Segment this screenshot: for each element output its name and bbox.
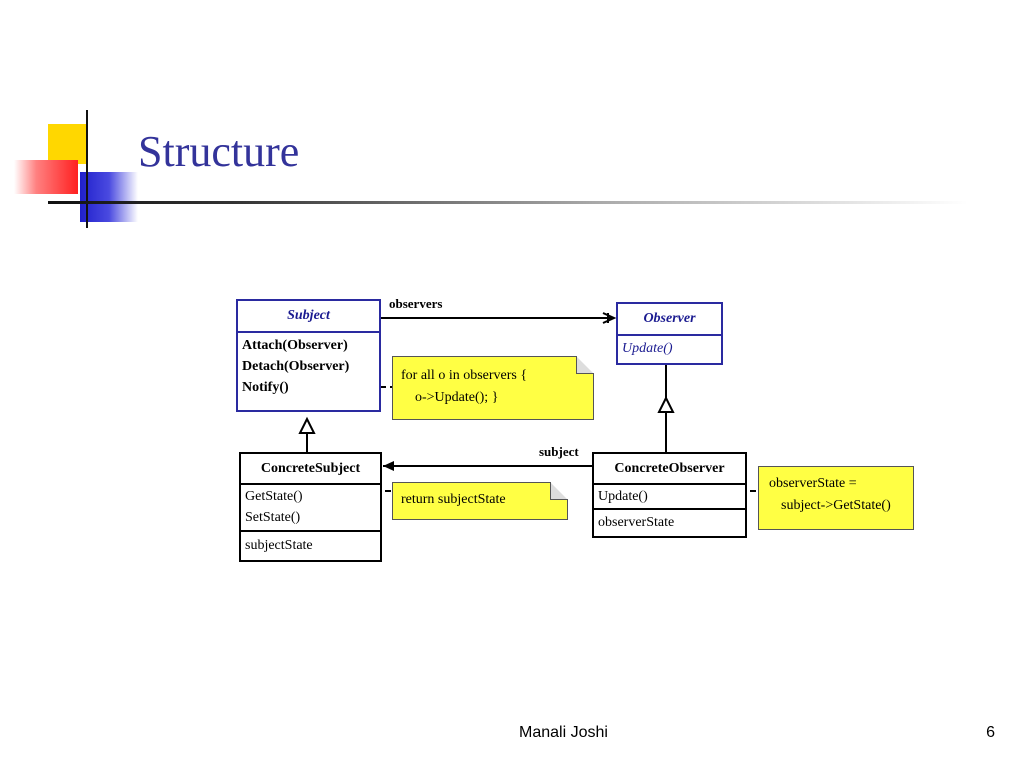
- getstate-note-line-1: return subjectState: [401, 492, 506, 507]
- subject-method-notify: Notify(): [242, 380, 289, 395]
- concrete-subject-class: ConcreteSubject GetState() SetState() su…: [239, 452, 382, 562]
- logo-yellow-square: [48, 124, 88, 164]
- subject-method-attach: Attach(Observer): [242, 338, 348, 353]
- note-fold-corner: [550, 482, 568, 500]
- concrete-observer-class-name: ConcreteObserver: [594, 454, 745, 485]
- subject-label: subject: [539, 444, 579, 459]
- concrete-subject-attributes: subjectState: [241, 532, 380, 556]
- subject-class: Subject Attach(Observer) Detach(Observer…: [236, 299, 381, 412]
- observers-arrowhead: [602, 312, 617, 324]
- notify-note-line-2: o->Update(); }: [415, 390, 499, 405]
- subject-class-name: Subject: [238, 301, 379, 333]
- logo-blue-square: [80, 172, 138, 222]
- subject-method-detach: Detach(Observer): [242, 359, 350, 374]
- concrete-subject-attr-subjectstate: subjectState: [245, 538, 313, 553]
- slide-title: Structure: [138, 127, 300, 176]
- subject-inheritance-triangle: [298, 416, 316, 434]
- concrete-observer-class: ConcreteObserver Update() observerState: [592, 452, 747, 538]
- observer-method-update: Update(): [622, 341, 673, 356]
- subject-methods: Attach(Observer) Detach(Observer) Notify…: [238, 333, 379, 398]
- getstate-note: return subjectState: [392, 482, 568, 520]
- concrete-observer-attributes: observerState: [594, 510, 745, 533]
- note-fold-corner: [576, 356, 594, 374]
- update-note: observerState = subject->GetState(): [758, 466, 914, 530]
- logo-vertical-line: [86, 110, 88, 228]
- observer-class-name: Observer: [618, 304, 721, 336]
- title-underline: [48, 201, 968, 204]
- concrete-subject-method-setstate: SetState(): [245, 510, 301, 525]
- concrete-observer-method-update: Update(): [598, 489, 648, 504]
- page-number: 6: [986, 724, 995, 741]
- notify-note-line-1: for all o in observers {: [401, 368, 528, 383]
- concrete-observer-methods: Update(): [594, 485, 745, 510]
- observer-methods: Update(): [618, 336, 721, 359]
- footer-author: Manali Joshi: [519, 724, 608, 741]
- observers-label: observers: [389, 296, 443, 311]
- concrete-subject-methods: GetState() SetState(): [241, 485, 380, 532]
- concrete-observer-attr-observerstate: observerState: [598, 515, 675, 530]
- concrete-subject-class-name: ConcreteSubject: [241, 454, 380, 485]
- update-note-line-1: observerState =: [769, 476, 857, 491]
- concrete-subject-method-getstate: GetState(): [245, 489, 303, 504]
- notify-note: for all o in observers { o->Update(); }: [392, 356, 594, 420]
- subject-arrowhead: [383, 461, 394, 471]
- update-note-line-2: subject->GetState(): [781, 498, 891, 513]
- observer-class: Observer Update(): [616, 302, 723, 365]
- observer-inheritance-triangle: [657, 395, 675, 413]
- logo-red-bar: [14, 160, 78, 194]
